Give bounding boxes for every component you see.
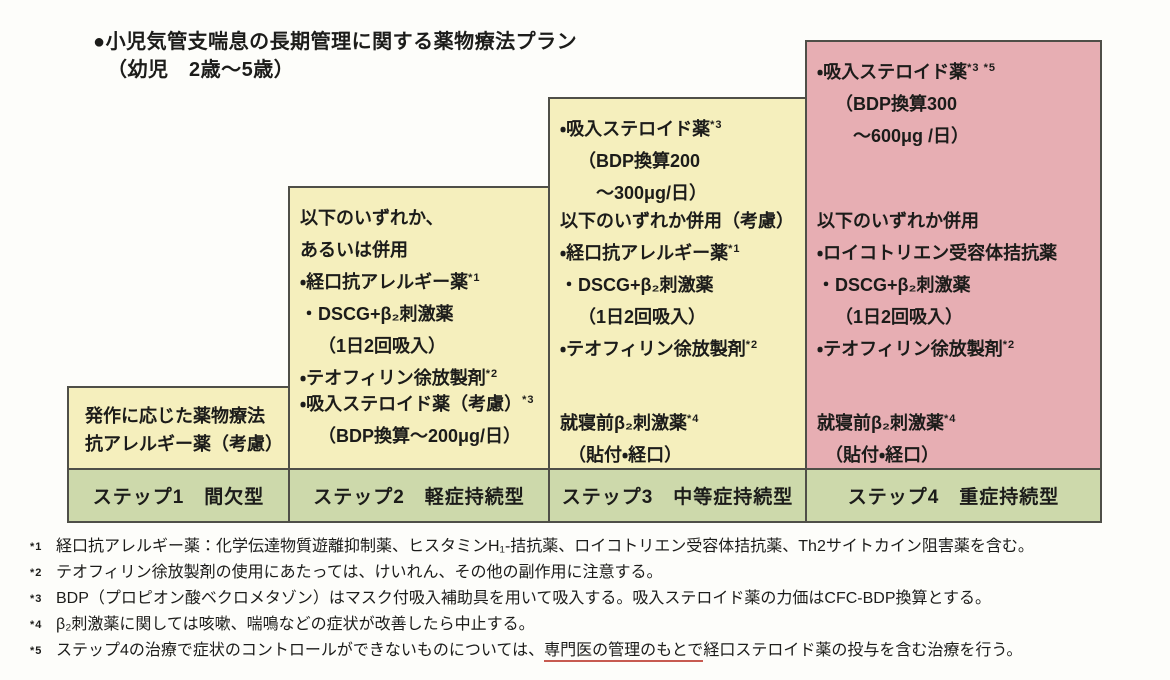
diagram-title: ●小児気管支喘息の長期管理に関する薬物療法プラン （幼児 2歳～5歳） [93, 28, 577, 84]
step3-line: （BDP換算200 [578, 151, 701, 171]
footnotes: *1 経口抗アレルギー薬：化学伝達物質遊離抑制薬、ヒスタミンH₁-拮抗薬、ロイコ… [30, 534, 1160, 664]
footnote-marker: *5 [30, 645, 43, 657]
step3-line: ～300μg/日） [596, 183, 708, 203]
step3-line: 以下のいずれか併用（考慮） [560, 211, 794, 231]
step3-line: 就寝前β₂刺激薬*4 [560, 413, 700, 433]
footnote-4: *4 β₂刺激薬に関しては咳嗽、喘鳴などの症状が改善したら中止する。 [30, 612, 1160, 638]
diagram-title-line2: （幼児 2歳～5歳） [107, 59, 295, 81]
step2-line: 以下のいずれか、 [300, 208, 444, 228]
step3-line: （貼付・経口） [568, 445, 683, 465]
step1-line: 抗アレルギー薬（考慮） [85, 434, 283, 454]
step2-line: ・テオフィリン徐放製剤*2 [300, 368, 499, 388]
footnote-text: BDP（プロピオン酸ベクロメタゾン）はマスク付吸入補助具を用いて吸入する。吸入ス… [56, 590, 992, 607]
step2-line: ・吸入ステロイド薬（考慮）*3 [300, 394, 535, 414]
step4-line: 以下のいずれか併用 [817, 211, 979, 231]
step3-line: ・吸入ステロイド薬*3 [560, 119, 723, 139]
step1-line: 発作に応じた薬物療法 [85, 406, 265, 426]
step2-label: ステップ2 軽症持続型 [290, 470, 550, 521]
footnote-text: 経口抗アレルギー薬：化学伝達物質遊離抑制薬、ヒスタミンH₁-拮抗薬、ロイコトリエ… [56, 538, 1034, 555]
step4-label: ステップ4 重症持続型 [847, 487, 1060, 508]
footnote-marker: *4 [30, 619, 43, 631]
footnote-3: *3 BDP（プロピオン酸ベクロメタゾン）はマスク付吸入補助具を用いて吸入する。… [30, 586, 1160, 612]
step4-line: ・吸入ステロイド薬*3 *5 [817, 62, 996, 82]
footnote-underlined-text: 専門医の管理のもとで [544, 642, 704, 662]
step3-line: （1日2回吸入） [578, 307, 707, 327]
footnote-5: *5 ステップ4の治療で症状のコントロールができないものについては、専門医の管理… [30, 638, 1160, 664]
step4-line: 就寝前β₂刺激薬*4 [817, 413, 957, 433]
step2-box: 以下のいずれか、 あるいは併用 ・経口抗アレルギー薬*1 ・DSCG+β₂刺激薬… [288, 186, 550, 470]
footnote-text: β₂刺激薬に関しては咳嗽、喘鳴などの症状が改善したら中止する。 [56, 616, 535, 633]
footnote-text: テオフィリン徐放製剤の使用にあたっては、けいれん、その他の副作用に注意する。 [56, 564, 663, 581]
step2-line: あるいは併用 [300, 240, 408, 260]
step4-line: （BDP換算300 [835, 94, 958, 114]
footnote-text: ステップ4の治療で症状のコントロールができないものについては、専門医の管理のもと… [56, 638, 1022, 664]
step1-label: ステップ1 間欠型 [69, 470, 290, 521]
step-label-row: ステップ1 間欠型 ステップ2 軽症持続型 ステップ3 中等症持続型 ステップ4… [67, 468, 1102, 523]
step4-line: ・DSCG+β₂刺激薬 [817, 275, 971, 295]
step2-line: ・経口抗アレルギー薬*1 [300, 272, 481, 292]
step4-line: （1日2回吸入） [835, 307, 964, 327]
footnote-marker: *2 [30, 567, 43, 579]
step3-line: ・DSCG+β₂刺激薬 [560, 275, 714, 295]
footnote-marker: *1 [30, 541, 43, 553]
footnote-2: *2 テオフィリン徐放製剤の使用にあたっては、けいれん、その他の副作用に注意する… [30, 560, 1160, 586]
step3-box: ・吸入ステロイド薬*3 （BDP換算200 ～300μg/日） 以下のいずれか併… [548, 97, 807, 470]
footnote-marker: *3 [30, 593, 43, 605]
step2-line: （BDP換算～200μg/日） [318, 426, 522, 446]
step2-line: （1日2回吸入） [318, 336, 447, 356]
step4-box: ・吸入ステロイド薬*3 *5 （BDP換算300 ～600μg /日） 以下のい… [805, 40, 1102, 470]
step3-label: ステップ3 中等症持続型 [550, 470, 807, 521]
footnote-1: *1 経口抗アレルギー薬：化学伝達物質遊離抑制薬、ヒスタミンH₁-拮抗薬、ロイコ… [30, 534, 1160, 560]
step4-line: ～600μg /日） [853, 126, 970, 146]
step1-box: 発作に応じた薬物療法 抗アレルギー薬（考慮） [67, 386, 290, 470]
diagram-title-line1: ●小児気管支喘息の長期管理に関する薬物療法プラン [93, 31, 578, 53]
step4-line: ・テオフィリン徐放製剤*2 [817, 339, 1016, 359]
step3-line: ・テオフィリン徐放製剤*2 [560, 339, 759, 359]
step4-line: （貼付・経口） [825, 445, 940, 465]
step3-line: ・経口抗アレルギー薬*1 [560, 243, 741, 263]
step2-line: ・DSCG+β₂刺激薬 [300, 304, 454, 324]
step4-line: ・ロイコトリエン受容体拮抗薬 [817, 243, 1058, 263]
